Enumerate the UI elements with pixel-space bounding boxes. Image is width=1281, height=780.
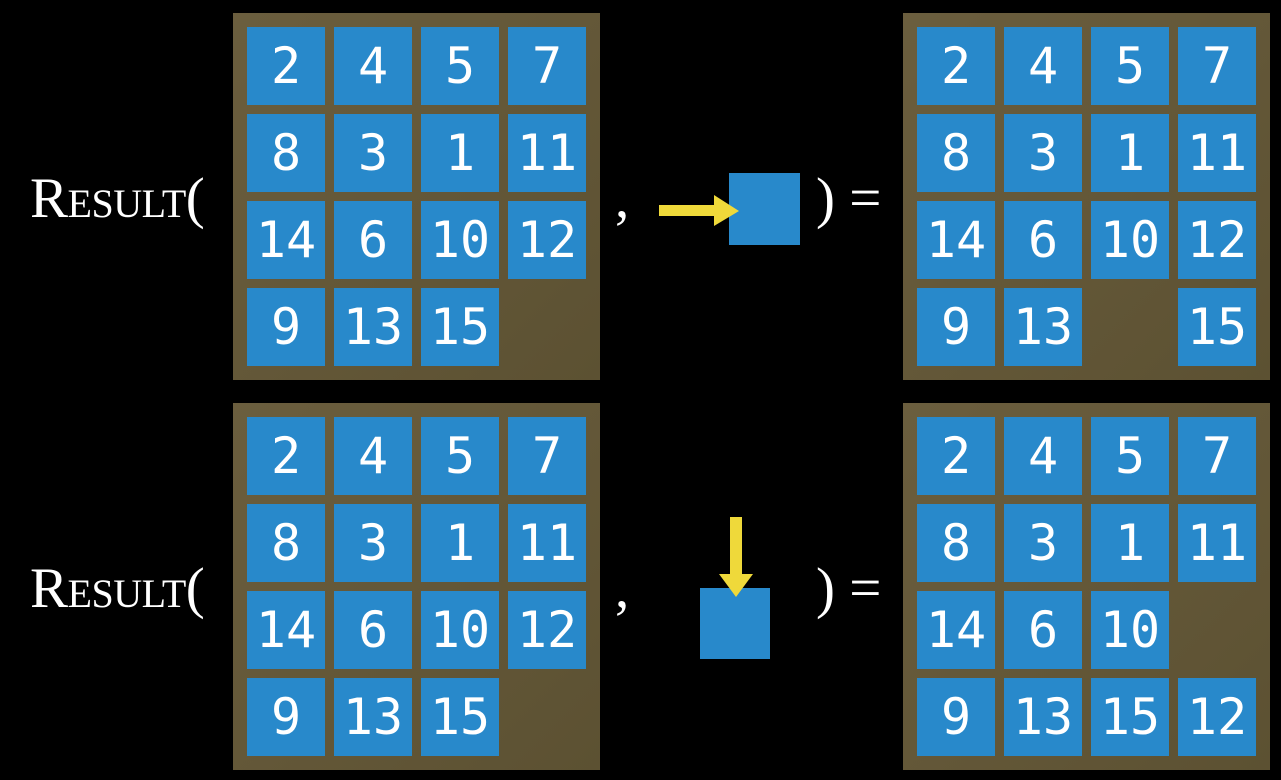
puzzle-tile: 2 [917, 417, 995, 495]
puzzle-tile: 10 [1091, 201, 1169, 279]
puzzle-tile: 4 [334, 27, 412, 105]
puzzle-tile: 12 [508, 591, 586, 669]
close-paren-equals: ) = [816, 167, 882, 230]
arrow-right-icon [659, 195, 739, 226]
puzzle-tile: 15 [1091, 678, 1169, 756]
puzzle-tile: 13 [334, 678, 412, 756]
puzzle-tile: 13 [334, 288, 412, 366]
puzzle-tile: 3 [334, 504, 412, 582]
puzzle-tile: 9 [917, 288, 995, 366]
puzzle-tile: 6 [1004, 201, 1082, 279]
blank-tile-square [700, 588, 770, 659]
puzzle-tile: 6 [334, 591, 412, 669]
empty-cell [1178, 591, 1256, 669]
puzzle-tile: 5 [1091, 417, 1169, 495]
puzzle-tile: 10 [421, 591, 499, 669]
puzzle-tile: 12 [1178, 201, 1256, 279]
arrow-down-icon [719, 517, 753, 597]
puzzle-tile: 3 [334, 114, 412, 192]
puzzle-tile: 3 [1004, 114, 1082, 192]
puzzle-tile: 11 [508, 504, 586, 582]
puzzle-tile: 4 [1004, 417, 1082, 495]
blank-tile-square [729, 173, 800, 245]
puzzle-tile: 14 [247, 591, 325, 669]
puzzle-tile: 7 [1178, 417, 1256, 495]
puzzle-tile: 8 [917, 504, 995, 582]
puzzle-tile: 6 [1004, 591, 1082, 669]
close-paren-equals: ) = [816, 557, 882, 620]
puzzle-tile: 15 [1178, 288, 1256, 366]
puzzle-tile: 8 [247, 114, 325, 192]
empty-cell [508, 288, 586, 366]
puzzle-tile: 7 [1178, 27, 1256, 105]
puzzle-tile: 5 [1091, 27, 1169, 105]
puzzle-tile: 7 [508, 27, 586, 105]
puzzle-tile: 13 [1004, 678, 1082, 756]
puzzle-tile: 12 [508, 201, 586, 279]
result-function-label: Result( [30, 167, 205, 230]
puzzle-tile: 11 [1178, 504, 1256, 582]
puzzle-tile: 6 [334, 201, 412, 279]
puzzle-tile: 14 [917, 591, 995, 669]
puzzle-tile: 11 [1178, 114, 1256, 192]
puzzle-tile: 9 [247, 288, 325, 366]
puzzle-tile: 13 [1004, 288, 1082, 366]
puzzle-tile: 4 [334, 417, 412, 495]
puzzle-tile: 8 [917, 114, 995, 192]
puzzle-tile: 1 [421, 504, 499, 582]
puzzle-tile: 12 [1178, 678, 1256, 756]
puzzle-tile: 9 [247, 678, 325, 756]
puzzle-tile: 2 [917, 27, 995, 105]
comma-separator: , [615, 557, 630, 620]
result-function-label: Result( [30, 557, 205, 620]
puzzle-tile: 3 [1004, 504, 1082, 582]
puzzle-tile: 7 [508, 417, 586, 495]
puzzle-tile: 15 [421, 288, 499, 366]
puzzle-tile: 2 [247, 417, 325, 495]
empty-cell [508, 678, 586, 756]
puzzle-tile: 8 [247, 504, 325, 582]
puzzle-tile: 14 [247, 201, 325, 279]
puzzle-tile: 10 [1091, 591, 1169, 669]
puzzle-tile: 1 [1091, 114, 1169, 192]
puzzle-tile: 1 [421, 114, 499, 192]
puzzle-tile: 15 [421, 678, 499, 756]
puzzle-tile: 1 [1091, 504, 1169, 582]
puzzle-tile: 11 [508, 114, 586, 192]
puzzle-tile: 4 [1004, 27, 1082, 105]
comma-separator: , [615, 167, 630, 230]
puzzle-tile: 5 [421, 417, 499, 495]
puzzle-tile: 2 [247, 27, 325, 105]
puzzle-tile: 10 [421, 201, 499, 279]
empty-cell [1091, 288, 1169, 366]
puzzle-tile: 5 [421, 27, 499, 105]
puzzle-tile: 9 [917, 678, 995, 756]
puzzle-tile: 14 [917, 201, 995, 279]
